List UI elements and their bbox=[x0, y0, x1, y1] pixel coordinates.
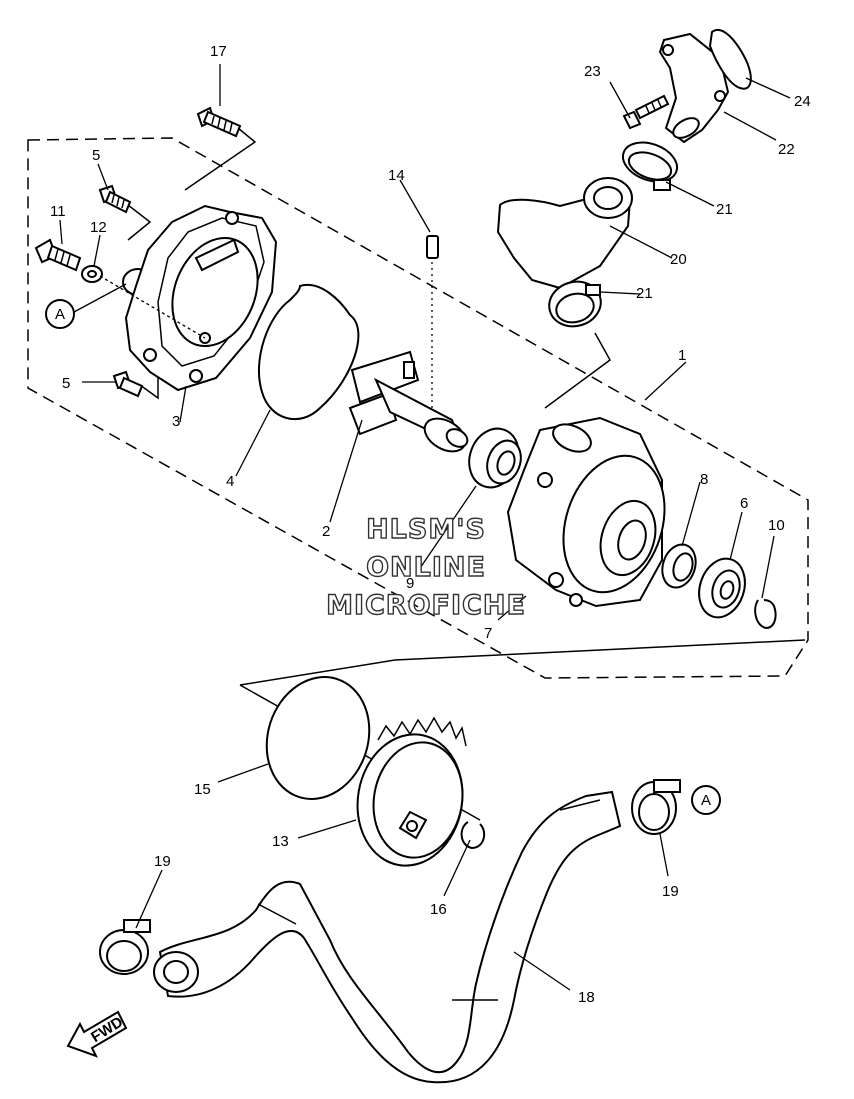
sub-assembly-outline bbox=[239, 639, 806, 686]
callout-19-right: 19 bbox=[662, 883, 679, 900]
bolt-5-lower[interactable] bbox=[112, 370, 144, 398]
circlip-16[interactable] bbox=[460, 821, 486, 850]
callout-21-upper: 21 bbox=[716, 201, 733, 218]
hose-20[interactable] bbox=[496, 177, 633, 290]
bolt-11[interactable] bbox=[34, 238, 82, 272]
watermark-line-2: ONLINE bbox=[366, 552, 486, 583]
pump-housing-1[interactable] bbox=[506, 416, 681, 608]
seal-9[interactable] bbox=[461, 422, 527, 495]
callout-10: 10 bbox=[768, 517, 785, 534]
callout-19-left: 19 bbox=[154, 853, 171, 870]
washer-12[interactable] bbox=[81, 265, 103, 283]
pump-cover-3[interactable] bbox=[124, 204, 278, 392]
clamp-19-left[interactable] bbox=[99, 919, 151, 975]
callout-22: 22 bbox=[778, 141, 795, 158]
clamp-21-upper[interactable] bbox=[618, 136, 683, 191]
callout-7: 7 bbox=[484, 625, 492, 642]
clamp-19-right[interactable] bbox=[631, 779, 681, 835]
callout-6: 6 bbox=[740, 495, 748, 512]
callout-16: 16 bbox=[430, 901, 447, 918]
seal-8[interactable] bbox=[657, 540, 701, 592]
callout-21-lower: 21 bbox=[636, 285, 653, 302]
callout-20: 20 bbox=[670, 251, 687, 268]
marker-a-left: A bbox=[45, 299, 75, 329]
callout-14: 14 bbox=[388, 167, 405, 184]
bearing-6[interactable] bbox=[692, 553, 752, 624]
callout-8: 8 bbox=[700, 471, 708, 488]
callout-2: 2 bbox=[322, 523, 330, 540]
callout-1: 1 bbox=[678, 347, 686, 364]
callout-15: 15 bbox=[194, 781, 211, 798]
watermark-line-3: MICROFICHE bbox=[326, 590, 526, 621]
cover-dotted-line bbox=[99, 275, 206, 339]
bolt-5-upper[interactable] bbox=[98, 184, 132, 214]
callout-18: 18 bbox=[578, 989, 595, 1006]
impeller-shaft-2[interactable] bbox=[348, 350, 471, 458]
callout-9: 9 bbox=[406, 575, 414, 592]
callout-numbers: 1 2 3 4 5 5 6 7 8 9 10 11 12 13 14 15 16… bbox=[50, 43, 811, 1006]
callout-3: 3 bbox=[172, 413, 180, 430]
callout-5-upper: 5 bbox=[92, 147, 100, 164]
callout-5-lower: 5 bbox=[62, 375, 70, 392]
bolt-5-upper-guide bbox=[127, 204, 152, 241]
clamp-21-lower[interactable] bbox=[544, 276, 606, 332]
bolt-17-guide bbox=[184, 127, 257, 191]
gasket-4[interactable] bbox=[258, 283, 360, 421]
circlip-10[interactable] bbox=[754, 599, 777, 630]
marker-a-left-label: A bbox=[55, 306, 65, 323]
callout-17: 17 bbox=[210, 43, 227, 60]
assembly-boundary-dashed bbox=[27, 137, 809, 679]
o-ring-15[interactable] bbox=[251, 664, 384, 813]
hose-21-guide bbox=[544, 332, 611, 409]
watermark-line-1: HLSM'S bbox=[366, 514, 486, 545]
callout-13: 13 bbox=[272, 833, 289, 850]
hose-18[interactable] bbox=[153, 790, 622, 1084]
callout-11: 11 bbox=[50, 203, 66, 220]
callout-4: 4 bbox=[226, 473, 234, 490]
callout-12: 12 bbox=[90, 219, 107, 236]
gear-13[interactable] bbox=[347, 716, 472, 874]
bolt-17[interactable] bbox=[196, 106, 242, 138]
bolt-23[interactable] bbox=[622, 94, 670, 130]
fwd-arrow: FWD bbox=[66, 1010, 128, 1058]
gasket-24[interactable] bbox=[708, 29, 752, 90]
callout-23: 23 bbox=[584, 63, 601, 80]
leader-lines bbox=[59, 64, 791, 991]
marker-a-right: A bbox=[691, 785, 721, 815]
callout-24: 24 bbox=[794, 93, 811, 110]
marker-a-right-label: A bbox=[701, 792, 711, 809]
watermark: HLSM'S ONLINE MICROFICHE bbox=[325, 513, 526, 621]
pin-14[interactable] bbox=[426, 235, 439, 259]
